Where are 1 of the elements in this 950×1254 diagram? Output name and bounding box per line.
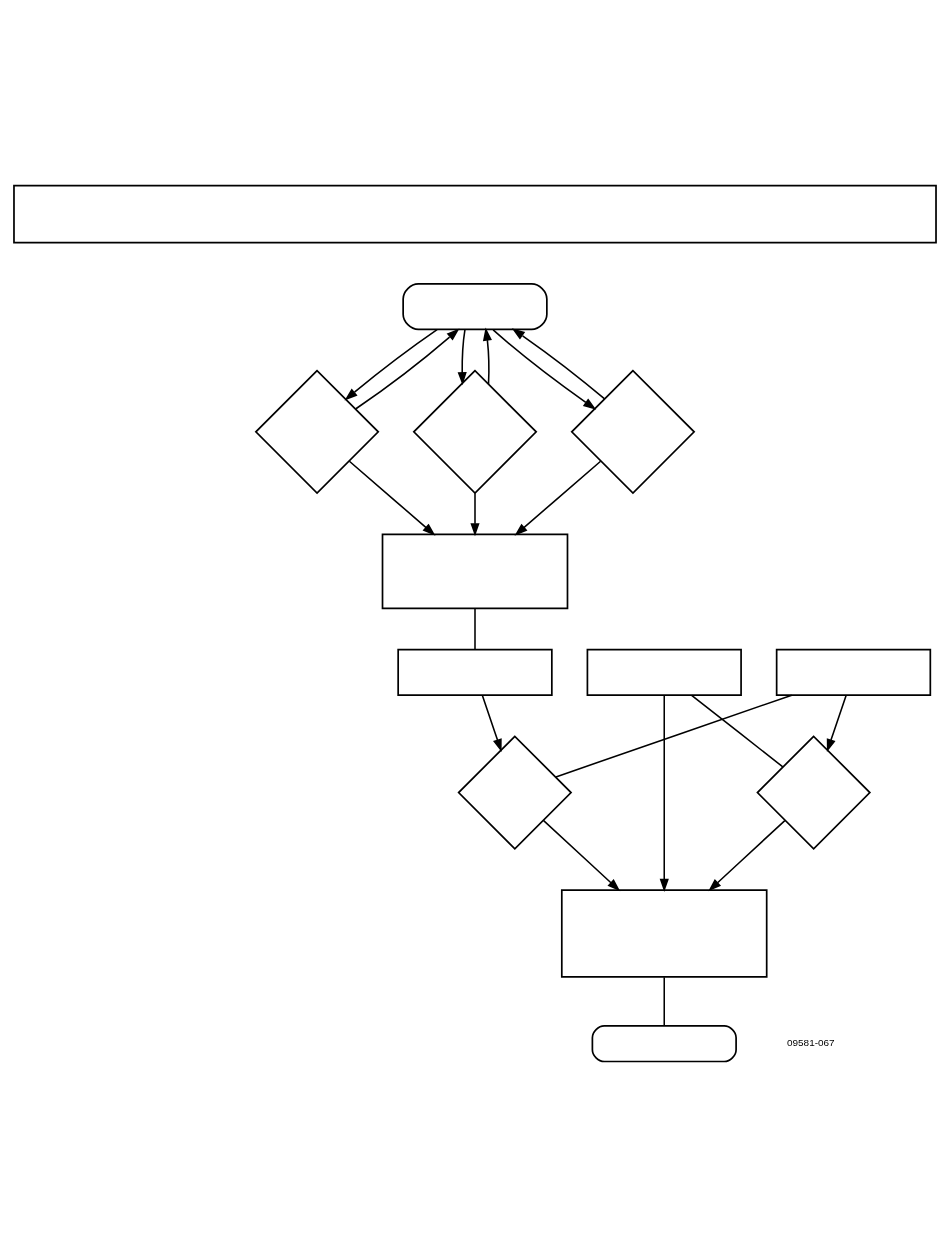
label: 09581-067 [787, 1036, 835, 1048]
